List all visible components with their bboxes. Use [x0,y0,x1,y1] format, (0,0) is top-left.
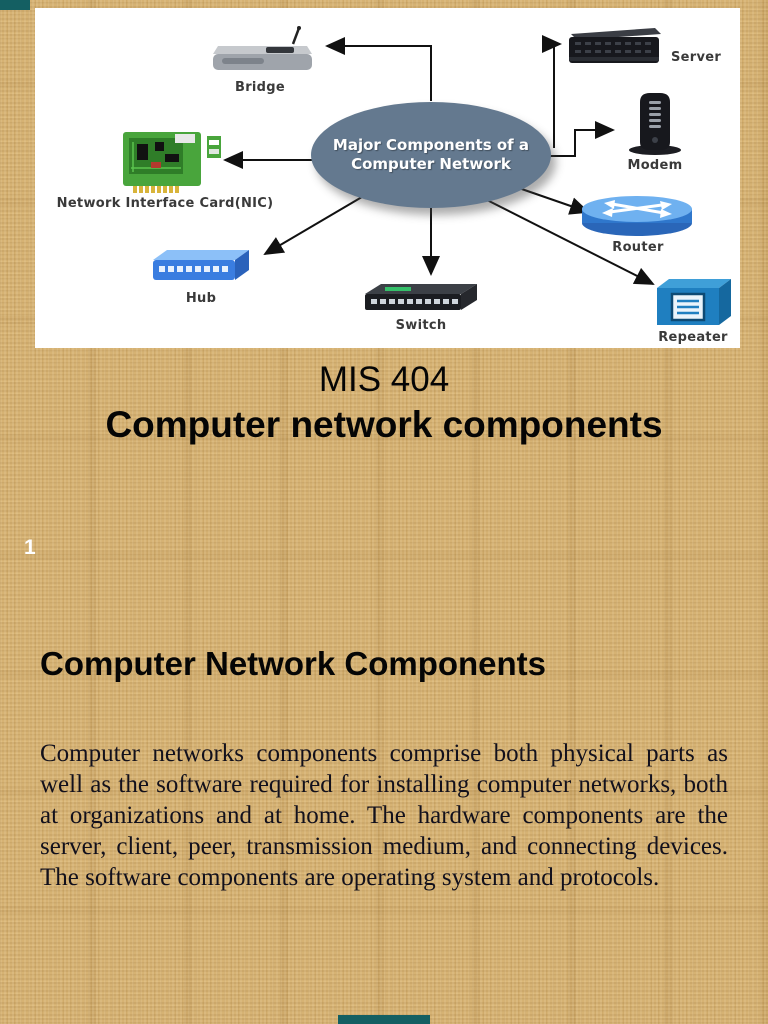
previous-page-edge [0,0,30,10]
modem-label: Modem [627,158,683,173]
diagram-center-ellipse: Major Components of a Computer Network [311,102,551,208]
hub-label: Hub [185,291,217,306]
next-page-edge [338,1015,430,1024]
center-ellipse-line2: Computer Network [351,155,511,173]
slide-title: MIS 404 Computer network components [0,360,768,446]
course-code: MIS 404 [318,360,450,399]
bridge-icon [210,26,315,83]
router-label: Router [612,240,664,255]
center-ellipse-line1: Major Components of a [332,135,530,154]
diagram-arrows [223,35,655,285]
slide-subtitle: Computer network components [105,404,663,445]
network-diagram: Bridge Server [35,8,740,348]
nic-label: Network Interface Card(NIC) [56,196,274,211]
page-number: 1 [24,536,36,559]
server-label: Server [671,50,722,65]
bridge-label: Bridge [234,80,285,95]
switch-icon [365,280,477,321]
repeater-label: Repeater [658,330,728,345]
repeater-icon [653,276,735,333]
section-heading: Computer Network Components [40,645,547,682]
modem-icon [620,92,690,161]
server-icon [563,26,663,73]
router-icon [580,192,695,243]
switch-label: Switch [395,318,447,333]
hub-icon [147,248,255,295]
nic-icon [115,124,223,201]
body-paragraph: Computer networks components comprise bo… [40,740,728,891]
